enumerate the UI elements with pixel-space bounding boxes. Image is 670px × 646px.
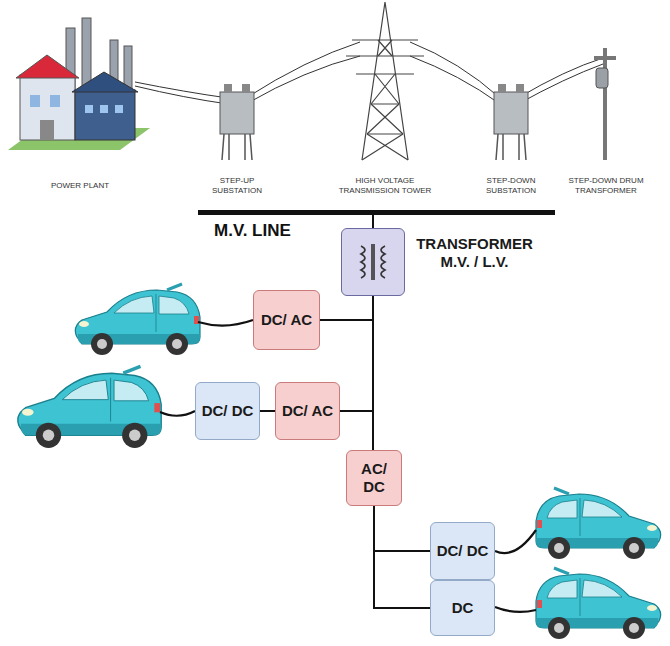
transformer-symbol xyxy=(353,240,393,284)
mv-line xyxy=(198,210,555,215)
converter-box: AC/ DC xyxy=(346,450,402,506)
step-down-substation xyxy=(494,84,528,160)
component-caption: POWER PLANT xyxy=(30,181,130,191)
box-label: DC/ DC xyxy=(202,402,254,420)
drum-transformer xyxy=(594,48,616,160)
power-plant xyxy=(8,18,150,150)
converter-box: DC/ DC xyxy=(430,522,495,580)
power-cables xyxy=(135,42,603,104)
box-label: DC xyxy=(452,599,474,617)
converter-box: DC/ DC xyxy=(195,382,260,440)
component-caption: HIGH VOLTAGE TRANSMISSION TOWER xyxy=(335,176,435,196)
transformer-label: TRANSFORMER M.V. / L.V. xyxy=(412,235,537,271)
bus-connector xyxy=(372,296,374,450)
charging-cable xyxy=(160,320,536,612)
bus-connector xyxy=(340,296,373,411)
electric-car xyxy=(536,568,661,639)
electric-car xyxy=(75,284,200,355)
bus-connector xyxy=(320,296,373,320)
step-up-substation xyxy=(220,84,254,160)
box-label: DC/ AC xyxy=(261,311,312,329)
box-label: AC/ DC xyxy=(354,460,394,496)
bus-connector xyxy=(260,410,275,412)
converter-box: DC/ AC xyxy=(253,290,320,350)
component-caption: STEP-DOWN SUBSTATION xyxy=(481,176,541,196)
electric-car xyxy=(18,366,161,448)
box-label: DC/ AC xyxy=(282,402,333,420)
bus-connector xyxy=(374,506,430,551)
line-label: M.V. LINE xyxy=(214,220,324,241)
bus-wire xyxy=(372,215,374,228)
component-caption: STEP-DOWN DRUM TRANSFORMER xyxy=(556,176,656,196)
converter-box: DC/ AC xyxy=(275,382,340,440)
converter-box: DC xyxy=(430,580,495,636)
component-caption: STEP-UP SUBSTATION xyxy=(207,176,267,196)
bus-connector xyxy=(374,506,430,608)
electric-car xyxy=(536,488,661,559)
transformer-box: TRANSFORMER M.V. / L.V. xyxy=(341,228,405,296)
transmission-tower xyxy=(346,2,424,160)
box-label: DC/ DC xyxy=(437,542,489,560)
